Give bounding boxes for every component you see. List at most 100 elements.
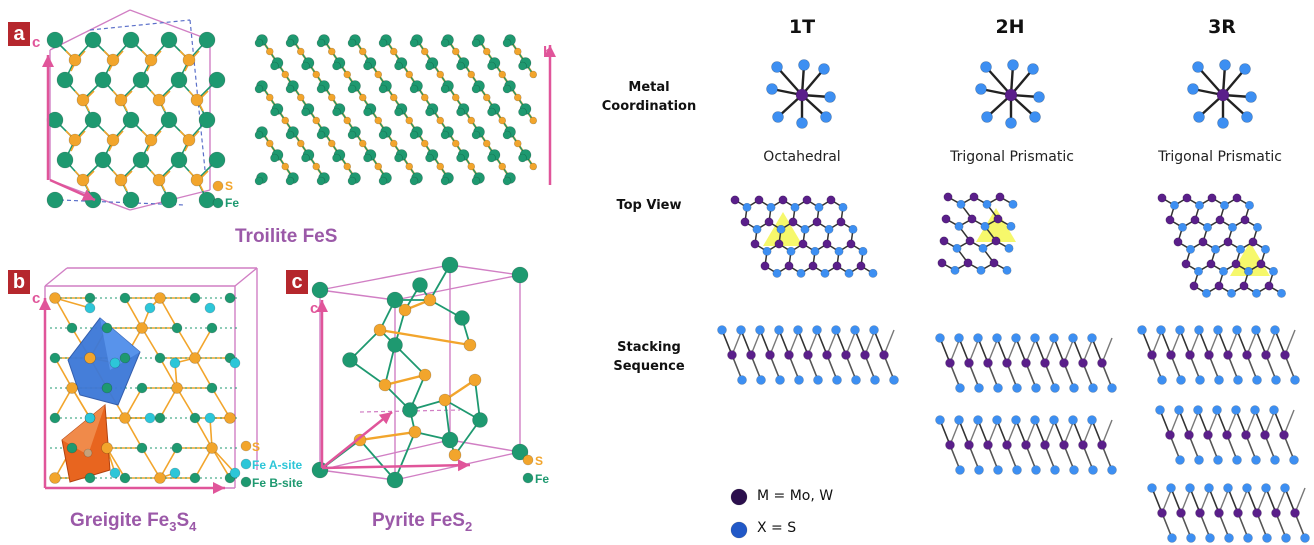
coord-1t-x-atom (798, 59, 810, 71)
stack-1t-layer-m-atom (727, 350, 737, 360)
greigite-bond (176, 327, 196, 359)
stack-3r-layer-1-x-bottom-atom (1271, 375, 1281, 385)
troilite-network-fe-atom-back (301, 153, 310, 163)
topview-1t-x-atom (786, 246, 796, 256)
stack-3r-layer-1-x-top-atom (1156, 325, 1166, 335)
stack-3r-layer-3-x-bottom-atom (1281, 533, 1291, 543)
greigite-legend-fe-b-dot (240, 476, 252, 488)
stack-3r-layer-1-x-bottom-atom (1157, 375, 1167, 385)
stack-2h-layer-2-x-bottom-atom (1012, 465, 1022, 475)
stack-3r-layer-2-x-top-atom (1174, 405, 1184, 415)
topview-1t-m-atom (856, 261, 866, 271)
topview-1t-x-atom (844, 268, 854, 278)
stack-3r-layer-2-x-bottom-atom (1289, 455, 1299, 465)
pyrite-s-atom (423, 293, 437, 307)
pyrite-s-atom (353, 433, 367, 447)
topview-3r-x-atom (1277, 288, 1287, 298)
stack-3r-layer-2-x-bottom-atom (1232, 455, 1242, 465)
coord-3r-x-atom (1192, 61, 1204, 73)
stack-3r-layer-1-m-atom (1185, 350, 1195, 360)
stack-3r-layer-1-x-bottom-atom (1233, 375, 1243, 385)
stack-1t-layer-x-top-atom (717, 325, 727, 335)
troilite-fe-atom (160, 31, 178, 49)
troilite-network-fe-atom-back (285, 176, 295, 186)
topview-3r-m-atom (1181, 259, 1191, 269)
pyrite-axis-b-head (378, 412, 392, 425)
topview-3r-m-atom (1198, 237, 1208, 247)
greigite-bond (159, 387, 178, 419)
troilite-fe-atom (198, 31, 216, 49)
greigite-s-atom (206, 442, 218, 454)
troilite-network-fe-atom-back (316, 38, 326, 48)
topview-3r-m-atom (1206, 259, 1216, 269)
stack-1t-layer-x-bottom-atom (813, 375, 823, 385)
stack-1t-layer-x-bottom-atom (832, 375, 842, 385)
stack-3r-layer-1-m-atom (1147, 350, 1157, 360)
troilite-network-s-atom (451, 139, 460, 148)
troilite-fe-atom (84, 111, 102, 129)
topview-2h-x-atom (1004, 243, 1014, 253)
stack-3r-layer-2-m-atom (1203, 430, 1213, 440)
topview-2h-x-atom (976, 265, 986, 275)
coord-3r-x-atom (1241, 111, 1253, 123)
topview-2h-highlight (976, 208, 1016, 242)
stack-3r-layer-1-m-atom (1223, 350, 1233, 360)
key-metal-label: M = Mo, W (757, 488, 834, 504)
stack-3r-layer-1-x-top-atom (1232, 325, 1242, 335)
troilite-network-fe-atom-back (316, 176, 326, 186)
troilite-network-fe-atom-back (487, 61, 496, 71)
stack-3r-layer-1-x-top-atom (1270, 325, 1280, 335)
troilite-network-fe-atom-back (332, 153, 341, 163)
stack-2h-layer-1-m-atom (1002, 358, 1012, 368)
greigite-s-atom (189, 352, 201, 364)
coord-1t-x-atom (824, 91, 836, 103)
troilite-network-s-atom (451, 93, 460, 102)
topview-2h-x-atom (952, 243, 962, 253)
stack-2h-layer-1-x-top-atom (973, 333, 983, 343)
troilite-network-fe-atom-back (425, 107, 434, 117)
stack-3r-layer-2-m-atom (1184, 430, 1194, 440)
greigite-bond (124, 417, 143, 449)
greigite-bond (54, 357, 73, 389)
stack-2h-layer-1-x-bottom-atom (1031, 383, 1041, 393)
greigite-fe-a-atom (204, 412, 216, 424)
greigite-axis-c-head (39, 298, 51, 310)
troilite-network-s-atom (312, 70, 321, 79)
stack-3r-layer-1-m-atom (1242, 350, 1252, 360)
stack-3r-layer-2-x-top-atom (1193, 405, 1203, 415)
troilite-network-fe-atom-back (301, 61, 310, 71)
topview-3r-m-atom (1231, 259, 1241, 269)
greigite-fe-b-atom (119, 352, 131, 364)
topview-2h-m-atom (943, 192, 953, 202)
stack-1t-layer-x-top-atom (831, 325, 841, 335)
greigite-fe-b-atom (84, 292, 96, 304)
topview-1t-m-atom (774, 239, 784, 249)
greigite-bond (176, 387, 196, 419)
stack-3r-layer-1-m-atom (1204, 350, 1214, 360)
troilite-legend-fe-dot (212, 197, 224, 209)
greigite-fe-a-atom (109, 357, 121, 369)
troilite-network-fe-atom-back (409, 38, 419, 48)
topview-3r-m-atom (1157, 193, 1167, 203)
stack-1t-layer-x-bottom-atom (870, 375, 880, 385)
greigite-bond (194, 447, 213, 479)
troilite-network-s-atom (389, 93, 398, 102)
greigite-fe-b-atom (189, 412, 201, 424)
troilite-network-fe-atom-back (518, 153, 527, 163)
greigite-bond (211, 447, 231, 479)
troilite-s-atom (152, 93, 166, 107)
pyrite-s-atom (438, 393, 452, 407)
topview-3r-x-atom (1220, 200, 1230, 210)
stack-3r-layer-3-x-top-atom (1261, 483, 1271, 493)
greigite-bond (211, 447, 236, 474)
troilite-fe-atom (198, 111, 216, 129)
greigite-bond (194, 417, 213, 449)
stack-2h-layer-1-x-top-atom (992, 333, 1002, 343)
troilite-fe-atom (46, 191, 64, 209)
troilite-network-fe-atom-back (471, 130, 481, 140)
troilite-network-s-atom (358, 93, 367, 102)
stack-3r-layer-3-m-atom (1214, 508, 1224, 518)
troilite-network-s-atom (343, 70, 352, 79)
stack-2h-layer-1-x-bottom-atom (974, 383, 984, 393)
troilite-network-fe-atom-back (456, 61, 465, 71)
